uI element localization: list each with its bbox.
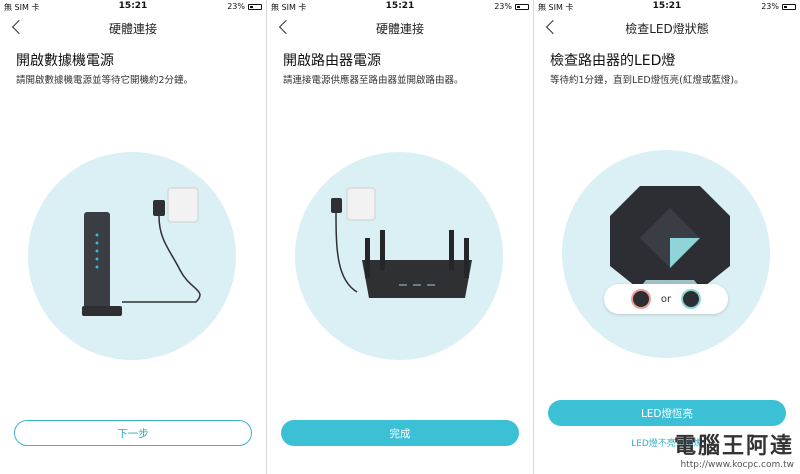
nav-title: 檢查LED燈狀態 [625, 22, 709, 36]
led-state-chooser: or [604, 284, 728, 314]
watermark-text: 電腦王阿達 [673, 433, 794, 459]
screen-led-check: 無 SIM 卡 15:21 23% 檢查LED燈狀態 檢查路由器的LED燈 等待… [534, 0, 800, 474]
page-title: 開啟數據機電源 [16, 53, 114, 69]
illustration-bg [28, 152, 236, 360]
carrier-label: 無 SIM 卡 [538, 3, 574, 12]
battery-percent: 23% [227, 2, 245, 11]
divider [266, 0, 267, 474]
page-description: 請連接電源供應器至路由器並開啟路由器。 [283, 75, 464, 86]
divider [533, 0, 534, 474]
status-bar: 無 SIM 卡 15:21 23% [0, 0, 266, 14]
clock: 15:21 [652, 1, 682, 11]
power-outlet-icon [167, 187, 199, 223]
status-bar: 無 SIM 卡 15:21 23% [267, 0, 533, 14]
red-led-icon [630, 289, 651, 309]
power-outlet-icon [346, 187, 376, 221]
carrier-label: 無 SIM 卡 [4, 3, 40, 12]
blue-led-icon [681, 289, 702, 309]
router-illustration [331, 187, 472, 298]
next-button[interactable]: 下一步 [14, 420, 252, 446]
led-on-button[interactable]: LED燈恆亮 [548, 400, 786, 426]
battery-percent: 23% [761, 2, 779, 11]
modem-illustration [82, 187, 201, 316]
watermark: 電腦王阿達 http://www.kocpc.com.tw [674, 428, 794, 470]
clock: 15:21 [385, 1, 415, 11]
nav-bar: 檢查LED燈狀態 [534, 16, 800, 40]
nav-bar: 硬體連接 [0, 16, 266, 40]
power-adapter-icon [153, 200, 165, 216]
watermark-url: http://www.kocpc.com.tw [680, 460, 794, 470]
screen-router-power: 無 SIM 卡 15:21 23% 硬體連接 開啟路由器電源 請連接電源供應器至… [267, 0, 533, 474]
done-button[interactable]: 完成 [281, 420, 519, 446]
modem-body [84, 212, 110, 312]
status-bar: 無 SIM 卡 15:21 23% [534, 0, 800, 14]
page-description: 等待約1分鐘，直到LED燈恆亮(紅燈或藍燈)。 [550, 75, 744, 86]
nav-bar: 硬體連接 [267, 16, 533, 40]
or-label: or [660, 293, 672, 305]
battery-icon [515, 3, 529, 10]
battery-icon [782, 3, 796, 10]
led-off-link[interactable]: LED燈不亮或閃爍 [631, 439, 703, 449]
led-highlight [670, 238, 700, 268]
nav-title: 硬體連接 [108, 22, 157, 36]
clock: 15:21 [118, 1, 148, 11]
page-title: 開啟路由器電源 [283, 53, 381, 69]
power-adapter-icon [331, 198, 342, 213]
power-cable [335, 212, 358, 293]
carrier-label: 無 SIM 卡 [271, 3, 307, 12]
screen-modem-power: 無 SIM 卡 15:21 23% 硬體連接 開啟數據機電源 請開啟數據機電源並… [0, 0, 266, 474]
router-body [362, 260, 472, 298]
battery-icon [248, 3, 262, 10]
page-title: 檢查路由器的LED燈 [550, 53, 676, 69]
battery-percent: 23% [494, 2, 512, 11]
modem-stand [82, 306, 122, 316]
page-description: 請開啟數據機電源並等待它開機約2分鐘。 [16, 75, 194, 86]
power-cable [122, 215, 201, 303]
nav-title: 硬體連接 [375, 22, 424, 36]
